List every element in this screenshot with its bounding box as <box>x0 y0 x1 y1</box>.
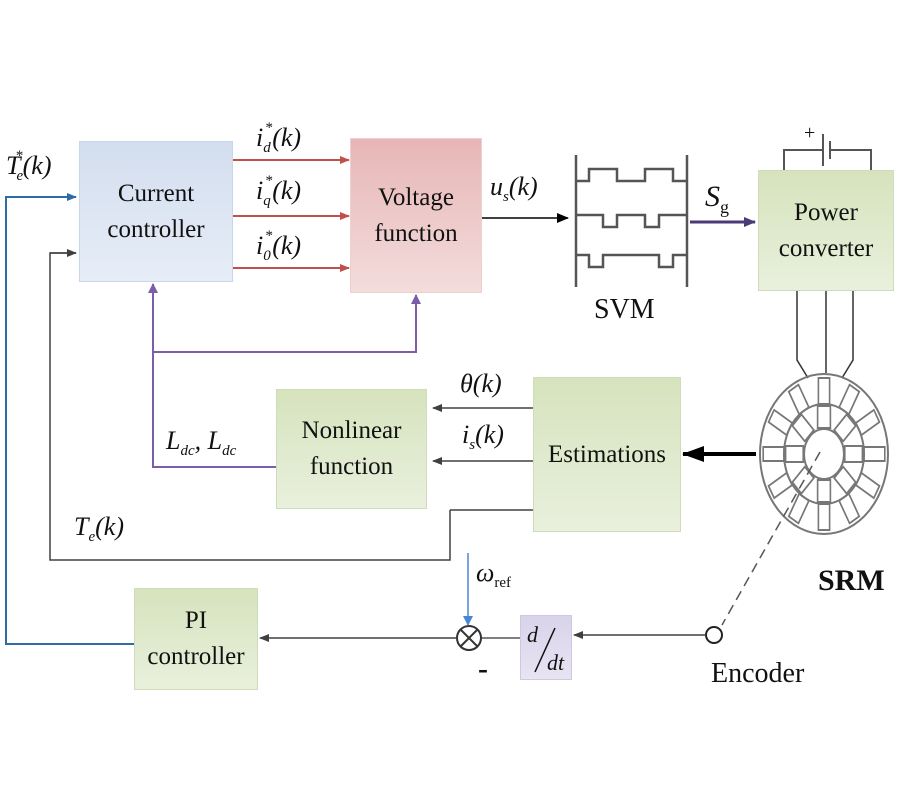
torque-est-label: Te(k) <box>74 512 124 546</box>
rotor-pole <box>844 445 864 463</box>
torque-ref-label: Te*(k) <box>6 148 52 185</box>
theta-label: θ(k) <box>460 369 502 398</box>
battery-icon <box>783 134 872 172</box>
derivative-denominator: dt <box>547 650 565 675</box>
fraction-slash <box>534 627 556 673</box>
rotor-pole <box>816 479 832 503</box>
rotor-pole <box>784 445 804 463</box>
rotor-pole <box>833 412 857 443</box>
motor-wires <box>796 290 854 379</box>
encoder-label: Encoder <box>711 658 805 689</box>
block-label: controller <box>107 215 205 243</box>
block-label: function <box>309 453 394 480</box>
is-label: is(k) <box>462 420 504 454</box>
encoder-shaft-line <box>721 451 821 626</box>
block-label: controller <box>147 643 245 670</box>
block-label: function <box>374 219 458 247</box>
i0-ref-label: i0*(k) <box>256 228 302 265</box>
stator-pole <box>863 446 886 462</box>
nonlinear-function-block: Nonlinear function <box>276 389 427 509</box>
power-converter-block: Power converter <box>758 170 894 291</box>
block-label: Power <box>794 198 858 226</box>
rotor-pole <box>791 412 815 443</box>
torque-ref-line <box>5 193 134 645</box>
block-label: PI <box>184 607 208 634</box>
derivative-block: d dt <box>520 615 572 680</box>
iq-ref-label: iq*(k) <box>256 173 302 210</box>
pi-controller-block: PI controller <box>134 588 258 690</box>
id-ref-label: id*(k) <box>256 120 302 157</box>
voltage-function-block: Voltage function <box>350 138 482 293</box>
svm-label: SVM <box>594 294 655 325</box>
block-label: Voltage <box>378 183 454 211</box>
derivative-numerator: d <box>527 622 538 647</box>
us-label: us(k) <box>490 172 538 206</box>
rotor-pole <box>833 465 857 496</box>
sg-label: Sg <box>705 180 729 217</box>
minus-sign-label: - <box>478 652 488 685</box>
battery-plus-label: + <box>804 122 816 144</box>
srm-motor-icon <box>759 373 889 535</box>
stator-pole <box>817 503 831 531</box>
encoder-icon <box>705 626 723 644</box>
stator-pole <box>762 446 785 462</box>
block-label: Nonlinear <box>301 417 402 444</box>
srm-label: SRM <box>818 564 885 597</box>
svm-symbol <box>574 155 689 287</box>
block-label: Current <box>117 179 195 207</box>
stator-pole <box>817 377 831 405</box>
rotor-outline <box>783 403 865 505</box>
block-label: Estimations <box>547 440 667 468</box>
inductance-label: Ldc, Ldc <box>166 426 237 460</box>
block-label: converter <box>778 234 874 262</box>
summing-junction-icon <box>456 625 482 651</box>
estimations-block: Estimations <box>533 377 681 532</box>
rotor-pole <box>816 405 832 429</box>
omega-ref-label: ωref <box>476 558 512 592</box>
current-controller-block: Current controller <box>79 141 233 282</box>
